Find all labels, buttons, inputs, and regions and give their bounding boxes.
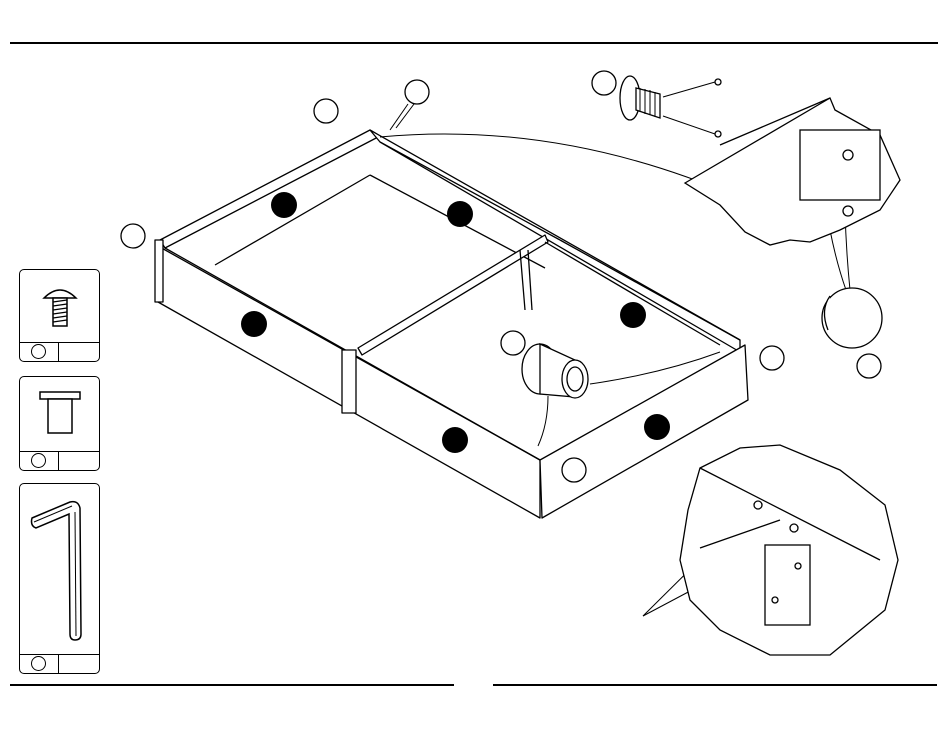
corner-detail-bottom: [680, 445, 898, 655]
callout-circles: [121, 71, 881, 482]
corner-detail-top: [685, 79, 900, 348]
bolt-detail: [620, 76, 660, 120]
cam-dowel-detail: [522, 344, 588, 398]
